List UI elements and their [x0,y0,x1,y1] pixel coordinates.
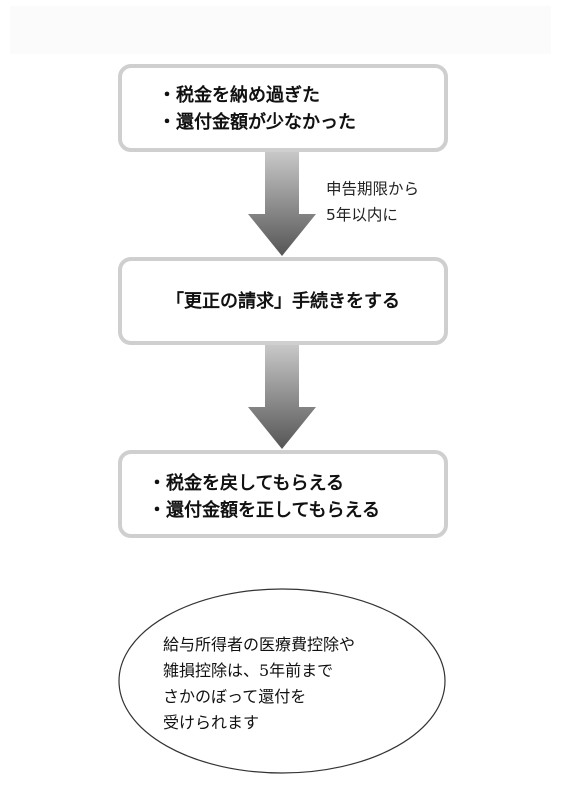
ellipse-note-line-4: 受けられます [163,713,260,732]
deadline-note: 申告期限から 5年以内に [326,176,419,228]
cause-line-1: ・税金を納め過ぎた [158,85,320,106]
deadline-note-line-2: 5年以内に [326,206,398,224]
result-box: ・税金を戻してもらえる ・還付金額を正してもらえる [118,450,448,538]
request-label: 「更正の請求」手続きをする [166,290,400,312]
down-arrow-icon [248,152,316,256]
top-blank-band [10,6,551,54]
result-line-1: ・税金を戻してもらえる [148,473,345,494]
ellipse-note-line-3: さかのぼって還付を [163,687,307,706]
request-box: 「更正の請求」手続きをする [118,257,448,345]
ellipse-note-line-2: 雑損控除は、5年前まで [163,661,334,680]
ellipse-note-line-1: 給与所得者の医療費控除や [163,635,356,654]
cause-box: ・税金を納め過ぎた ・還付金額が少なかった [118,64,448,152]
note-ellipse [118,588,446,774]
result-line-2: ・還付金額を正してもらえる [148,500,381,521]
cause-line-2: ・還付金額が少なかった [158,112,356,133]
down-arrow-icon [248,345,316,449]
deadline-note-line-1: 申告期限から [326,180,420,198]
ellipse-note-text: 給与所得者の医療費控除や 雑損控除は、5年前まで さかのぼって還付を 受けられま… [163,632,355,736]
